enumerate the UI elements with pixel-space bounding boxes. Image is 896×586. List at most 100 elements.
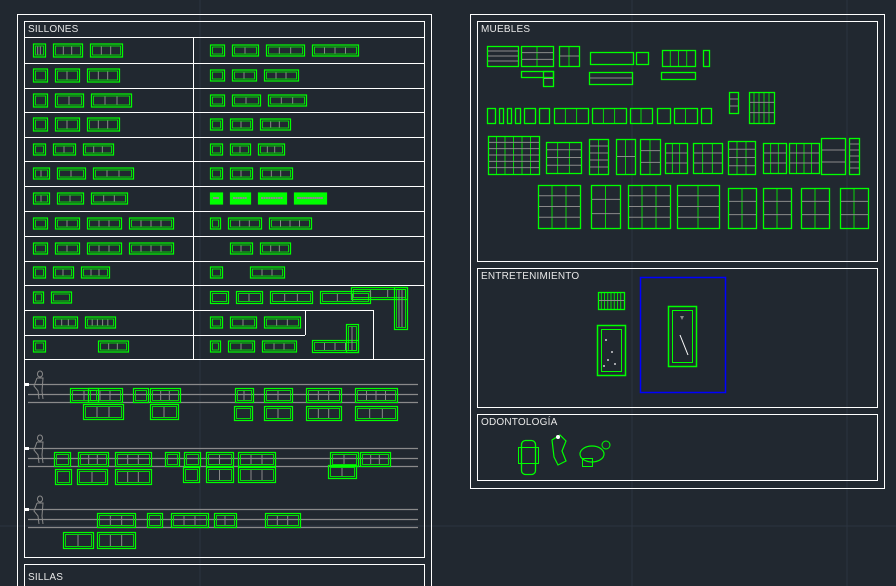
unit-outline xyxy=(551,434,567,466)
furniture-block xyxy=(591,107,628,125)
furniture-outline xyxy=(588,71,634,86)
sofa-outline xyxy=(32,217,49,230)
pool-table-icon xyxy=(596,324,627,377)
furniture-block xyxy=(588,138,610,176)
sofa-outline xyxy=(32,340,47,353)
pattern-dot xyxy=(270,197,273,199)
sofa-block xyxy=(209,290,230,305)
sofa-block xyxy=(54,242,81,255)
sofa-block xyxy=(213,512,238,529)
sofa-block xyxy=(354,405,399,422)
sofa-block xyxy=(86,242,123,255)
level-marker xyxy=(25,508,29,511)
sofa-block xyxy=(235,290,264,305)
sofa-block xyxy=(182,466,201,484)
pattern-dot xyxy=(316,197,319,199)
sofa-block xyxy=(259,167,294,180)
sofa-outline xyxy=(205,451,235,468)
sofa-outline xyxy=(267,94,308,107)
body xyxy=(33,441,44,464)
furniture-outline xyxy=(820,137,847,176)
sofa-seat xyxy=(232,244,251,253)
sofa-outline xyxy=(53,451,72,468)
sofa-block xyxy=(209,217,222,230)
sofa-outline xyxy=(86,117,121,132)
furniture-block xyxy=(542,70,555,88)
sofa-block xyxy=(56,167,87,180)
sofa-block xyxy=(311,44,360,57)
sofa-seat xyxy=(232,120,251,129)
sofa-seat xyxy=(212,71,223,80)
sofa-seat xyxy=(35,169,48,178)
pool-table-felt xyxy=(601,329,622,372)
furniture-block xyxy=(523,107,537,125)
furniture-block xyxy=(590,184,622,230)
furniture-outline xyxy=(848,137,861,176)
sofa-block xyxy=(52,266,75,279)
sofa-block xyxy=(231,69,258,82)
sofa-seat xyxy=(237,390,252,401)
furniture-outline xyxy=(514,107,522,125)
sofa-block xyxy=(52,43,84,58)
sofa-block xyxy=(114,451,153,468)
sofa-block xyxy=(227,340,256,353)
pattern-dot xyxy=(261,197,263,199)
sofa-block xyxy=(32,68,49,83)
sofa-seat xyxy=(80,454,107,465)
sofa-block xyxy=(86,217,123,230)
sofa-outline xyxy=(50,291,73,304)
sofa-seat xyxy=(216,515,235,526)
sofa-block xyxy=(54,93,85,108)
selection-box[interactable] xyxy=(639,276,727,394)
furniture-block xyxy=(538,107,551,125)
sofa-outline xyxy=(227,217,263,230)
furniture-block xyxy=(660,71,697,81)
sillones-title: SILLONES xyxy=(28,24,79,35)
sofa-seat xyxy=(35,45,44,56)
sofa-outline xyxy=(54,217,81,230)
sofa-outline xyxy=(128,242,175,255)
entretenimiento-frame xyxy=(477,268,878,408)
sofa-seat xyxy=(396,289,406,328)
sofa-seat xyxy=(131,244,172,253)
furniture-block xyxy=(514,107,522,125)
furniture-outline xyxy=(727,187,758,230)
sofa-outline xyxy=(76,468,109,486)
sofa-outline xyxy=(146,512,164,529)
sofa-seat xyxy=(348,326,357,351)
sillones-frame xyxy=(24,21,425,558)
left-sheet-border xyxy=(17,14,432,586)
sofa-seat xyxy=(87,318,114,327)
sofa-block xyxy=(84,316,117,329)
furniture-outline xyxy=(700,107,713,125)
sofa-block xyxy=(128,217,175,230)
sofa-block xyxy=(268,217,313,230)
sofa-block xyxy=(97,340,130,353)
head xyxy=(37,495,43,503)
sofa-outline xyxy=(32,266,47,279)
sofa-outline xyxy=(327,464,358,480)
sofa-outline xyxy=(209,44,226,57)
sofa-seat xyxy=(35,342,44,351)
sofa-outline xyxy=(96,531,137,550)
furniture-outline xyxy=(788,142,821,175)
furniture-block xyxy=(728,91,740,115)
sofa-block xyxy=(257,192,288,205)
furniture-outline xyxy=(661,49,697,68)
furniture-block xyxy=(627,184,672,230)
sofa-seat xyxy=(100,342,127,351)
sofa-seat xyxy=(267,515,299,526)
sofa-block xyxy=(128,242,175,255)
furniture-outline xyxy=(727,140,757,176)
sofa-block xyxy=(305,387,343,404)
sofa-seat xyxy=(83,268,108,277)
sofa-block xyxy=(234,387,255,404)
sofa-seat xyxy=(93,95,130,106)
sofa-block xyxy=(393,286,409,331)
sofa-block xyxy=(32,266,47,279)
sofa-seat xyxy=(232,169,251,178)
sofa-seat xyxy=(186,454,199,465)
sofa-block xyxy=(259,242,292,255)
